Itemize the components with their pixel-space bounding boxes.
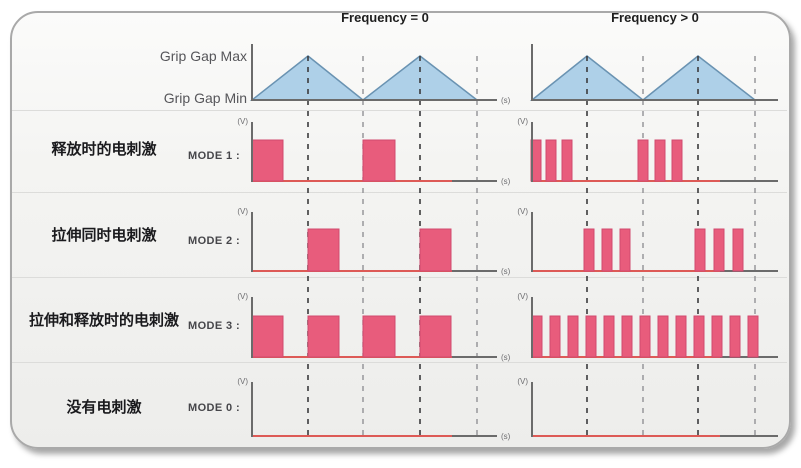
mode-3-label: MODE 3 : bbox=[188, 320, 241, 332]
column-header-frequency-zero: Frequency = 0 bbox=[341, 10, 429, 25]
grip-gap-min-label: Grip Gap Min bbox=[163, 90, 247, 106]
row-label-no-stimulation: 没有电刺激 bbox=[66, 399, 142, 416]
column-header-frequency-positive: Frequency > 0 bbox=[611, 10, 699, 25]
mode-1-label: MODE 1 : bbox=[188, 150, 241, 162]
row-label-stretch-and-release-stimulation: 拉伸和释放时的电刺激 bbox=[28, 312, 179, 329]
grip-gap-max-label: Grip Gap Max bbox=[159, 48, 247, 64]
mode-2-label: MODE 2 : bbox=[188, 235, 241, 247]
mode-0-label: MODE 0 : bbox=[188, 402, 241, 414]
row-label-release-stimulation: 释放时的电刺激 bbox=[51, 141, 157, 158]
row-label-stretch-stimulation: 拉伸同时电刺激 bbox=[51, 227, 157, 244]
